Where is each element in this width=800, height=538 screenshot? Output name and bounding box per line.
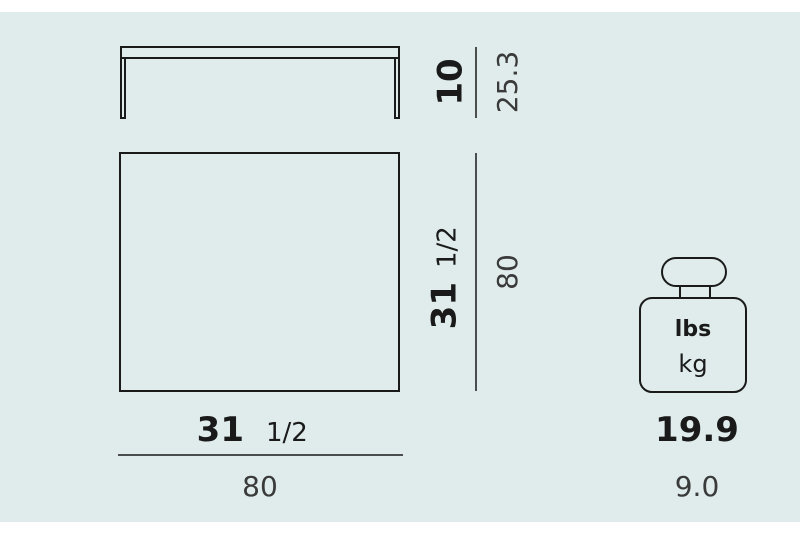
weight-unit-kg: kg [678,350,707,378]
table-top-view [119,152,400,392]
width-inches: 31 [197,410,244,450]
width-inches-fraction: 1/2 [266,418,308,448]
weight-value-lbs: 19.9 [655,410,739,450]
depth-inches-group: 31 1/2 [425,226,465,329]
weight-icon [639,257,747,393]
depth-inches: 31 [425,282,465,329]
spec-drawing: 10 25.3 31 1/2 80 31 1/2 80 lbs kg 19.9 … [0,12,800,522]
side-view [120,46,400,119]
width-cm: 80 [242,470,278,503]
height-inches: 10 [431,58,471,105]
depth-cm: 80 [491,254,524,290]
weight-unit-lbs: lbs [675,317,711,342]
dimension-diagram: 10 25.3 31 1/2 80 31 1/2 80 lbs kg 19.9 … [118,46,747,503]
height-cm: 25.3 [491,51,524,113]
depth-inches-fraction: 1/2 [433,226,463,268]
table-leg-left [120,58,126,119]
table-leg-right [394,58,400,119]
weight-icon-knob [661,257,727,287]
weight-icon-body [639,297,747,393]
weight-icon-neck [679,285,711,299]
weight-value-kg: 9.0 [675,470,720,503]
table-top-side [120,46,400,59]
